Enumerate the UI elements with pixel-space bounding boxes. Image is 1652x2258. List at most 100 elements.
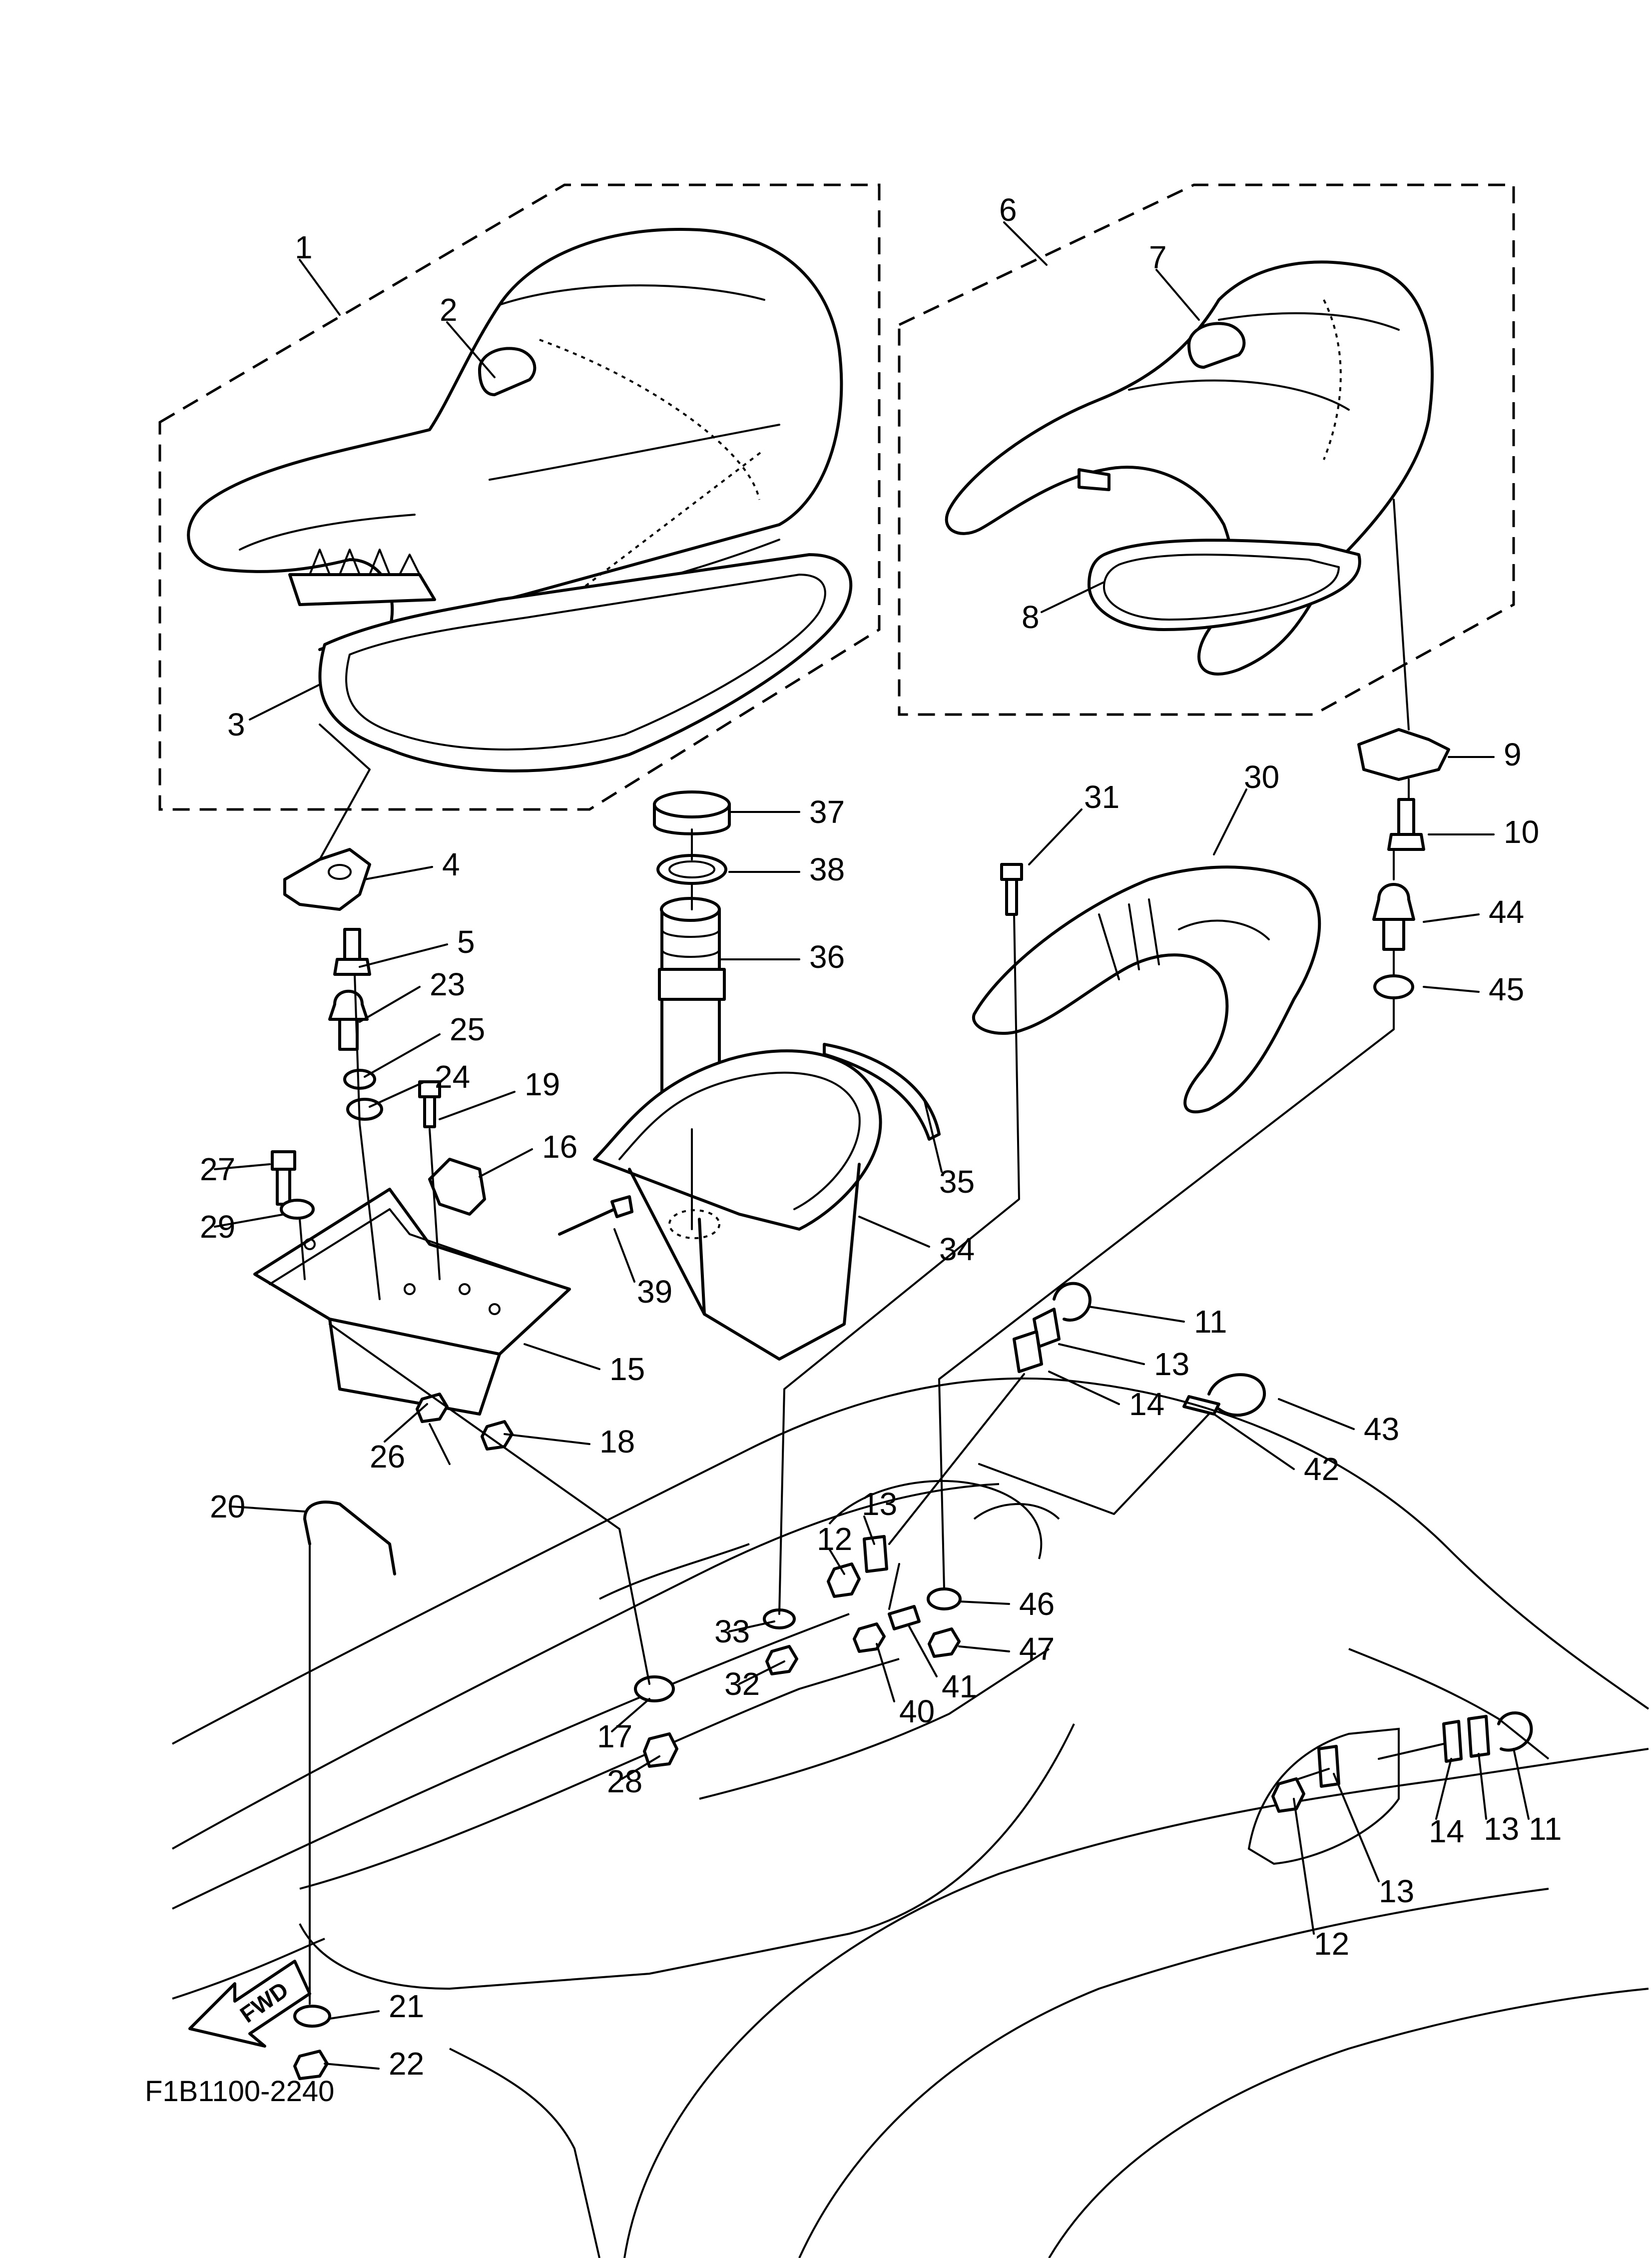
u-bolt-43 <box>1207 1373 1266 1417</box>
callout-32: 32 <box>724 1666 760 1702</box>
callout-37: 37 <box>809 794 845 830</box>
bolt-5 <box>333 928 371 976</box>
leader-line-17 <box>611 1698 650 1732</box>
callout-20: 20 <box>210 1489 245 1524</box>
leader-line-26 <box>384 1403 428 1443</box>
leader-line-15 <box>524 1343 600 1370</box>
leader-line-14 <box>1048 1371 1120 1405</box>
callout-12: 12 <box>1314 1926 1349 1962</box>
callout-13: 13 <box>862 1486 897 1522</box>
callout-13: 13 <box>1379 1873 1414 1909</box>
leader-line-39 <box>613 1228 635 1283</box>
callout-31: 31 <box>1084 779 1119 815</box>
washer-45 <box>1373 974 1414 999</box>
rear-seat-base-frame <box>1088 539 1361 631</box>
front-seat-assembly-box <box>158 183 881 811</box>
leader-line-21 <box>329 2010 380 2020</box>
leader-line-25 <box>364 1033 441 1078</box>
nut-12-upper <box>827 1562 861 1598</box>
diagram-code: F1B1100-2240 <box>145 2075 334 2108</box>
callout-38: 38 <box>809 851 845 887</box>
leader-line-3 <box>249 684 321 721</box>
leader-line-41 <box>908 1625 938 1677</box>
callout-14: 14 <box>1129 1386 1164 1422</box>
plate-13-right <box>1467 1715 1490 1758</box>
pin-39 <box>558 1195 633 1236</box>
leader-line-30 <box>1213 788 1247 855</box>
leader-line-45 <box>1423 986 1480 993</box>
callout-18: 18 <box>599 1424 635 1460</box>
callout-27: 27 <box>200 1151 235 1187</box>
callout-16: 16 <box>542 1129 577 1165</box>
rear-seat-assembly-box <box>898 183 1515 716</box>
latch-pin-44 <box>1372 883 1415 951</box>
callout-19: 19 <box>525 1066 560 1102</box>
bolt-27 <box>271 1150 296 1206</box>
u-bolt-11-upper <box>1053 1282 1092 1322</box>
callout-35: 35 <box>939 1164 975 1200</box>
nut-32 <box>765 1645 798 1675</box>
washer-29 <box>280 1199 315 1220</box>
callout-13: 13 <box>1484 1811 1519 1847</box>
callout-41: 41 <box>942 1668 977 1704</box>
handle-bar-20 <box>303 1501 396 1575</box>
callout-7: 7 <box>1149 239 1167 275</box>
callout-47: 47 <box>1019 1631 1055 1667</box>
hull-deck <box>172 1377 1650 2258</box>
fwd-arrow: FWD <box>188 1960 311 2048</box>
callout-22: 22 <box>389 2046 424 2082</box>
callout-26: 26 <box>370 1439 405 1475</box>
callout-1: 1 <box>295 229 313 265</box>
callout-6: 6 <box>999 192 1017 228</box>
callout-3: 3 <box>227 707 245 743</box>
callout-43: 43 <box>1364 1411 1399 1447</box>
leader-line-27 <box>214 1163 271 1170</box>
storage-tray-15 <box>253 1188 571 1416</box>
callout-4: 4 <box>442 846 460 882</box>
leader-line-12 <box>828 1548 845 1575</box>
leader-line-14 <box>1435 1758 1452 1820</box>
leader-line-5 <box>359 943 448 968</box>
callout-12: 12 <box>817 1521 852 1557</box>
plate-13-mid <box>863 1535 888 1573</box>
leader-line-46 <box>958 1600 1010 1605</box>
callout-36: 36 <box>809 939 845 975</box>
callout-28: 28 <box>607 1763 642 1799</box>
callout-44: 44 <box>1489 894 1524 930</box>
leader-line-44 <box>1423 913 1480 923</box>
leader-line-34 <box>858 1216 930 1248</box>
callout-2: 2 <box>440 292 458 328</box>
leader-line-47 <box>958 1645 1010 1652</box>
washer-21 <box>293 2005 331 2028</box>
nut-12-lower <box>1271 1777 1305 1813</box>
leader-line-22 <box>324 2063 380 2070</box>
callout-13: 13 <box>1154 1346 1189 1382</box>
callout-23: 23 <box>430 966 465 1002</box>
callout-17: 17 <box>597 1718 632 1754</box>
leader-line-13 <box>863 1515 875 1545</box>
plate-14-right <box>1442 1720 1463 1763</box>
callout-10: 10 <box>1504 814 1539 850</box>
filler-cap-37 <box>653 790 731 835</box>
leader-line-31 <box>1028 808 1083 865</box>
callout-11: 11 <box>1194 1304 1227 1340</box>
callout-33: 33 <box>714 1613 750 1649</box>
leader-line-18 <box>504 1433 590 1445</box>
callout-15: 15 <box>609 1351 645 1387</box>
callout-9: 9 <box>1504 737 1522 772</box>
rear-cover-30 <box>972 865 1321 1114</box>
bolt-19 <box>418 1080 441 1128</box>
callout-5: 5 <box>457 924 475 960</box>
callout-24: 24 <box>435 1059 470 1095</box>
leader-line-42 <box>1213 1413 1295 1470</box>
callout-34: 34 <box>939 1231 975 1267</box>
leader-line-7 <box>1155 269 1200 321</box>
leader-line-20 <box>231 1505 306 1512</box>
leader-line-11 <box>1513 1748 1530 1820</box>
leader-line-43 <box>1278 1398 1355 1430</box>
callout-11: 11 <box>1529 1811 1562 1847</box>
leader-line-4 <box>364 866 433 880</box>
leader-line-1 <box>299 259 341 316</box>
leader-line-13 <box>1478 1753 1487 1820</box>
callout-14: 14 <box>1429 1813 1464 1849</box>
